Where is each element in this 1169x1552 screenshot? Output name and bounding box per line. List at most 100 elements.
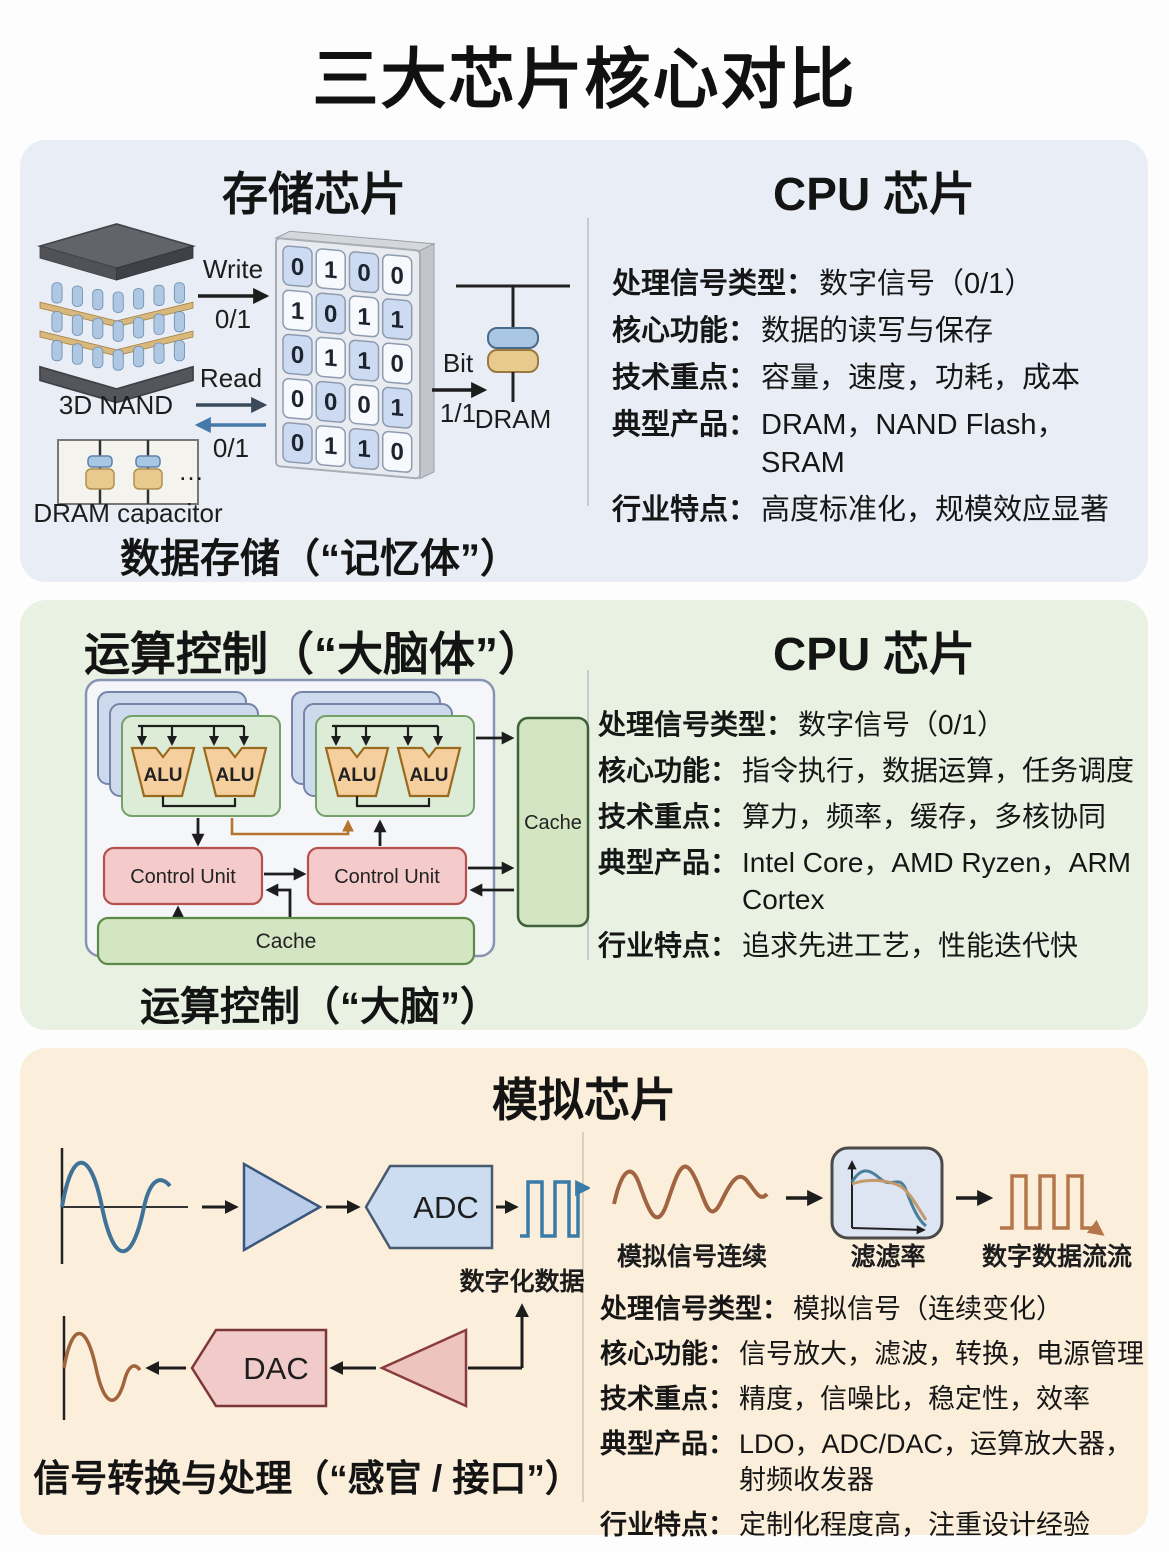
memory-caption: 数据存储（“记忆体”） xyxy=(120,537,520,581)
bit-cell: 1 xyxy=(357,303,370,331)
spec-value: 信号放大，滤波，转换，电源管理 xyxy=(739,1339,1144,1369)
bit-matrix: 0 1 0 0 1 0 1 1 0 1 1 0 0 0 0 1 0 1 1 0 xyxy=(274,230,436,480)
cpu-caption: 运算控制（“大脑”） xyxy=(140,985,500,1029)
alu-icon: ALU xyxy=(396,746,462,798)
digital-wave-icon xyxy=(520,1179,590,1238)
analog-panel-title: 模拟芯片 xyxy=(492,1074,676,1126)
bit-cell: 1 xyxy=(391,306,404,334)
spec-value: 数字信号（0/1） xyxy=(798,709,1005,740)
spec-label: 技术重点： xyxy=(612,362,758,394)
alu-label: ALU xyxy=(337,765,376,786)
memory-diagram: 3D NAND … DRAM capacitor Write 0/1 Read … xyxy=(33,223,570,524)
control-unit-box: Control Unit xyxy=(306,846,468,906)
write-value: 0/1 xyxy=(215,304,251,334)
alu-label: ALU xyxy=(409,765,448,786)
spec-label: 行业特点： xyxy=(600,1510,735,1540)
dram-capacitor-label: DRAM capacitor xyxy=(33,498,223,524)
spec-value: 定制化程度高，注重设计经验 xyxy=(739,1510,1090,1540)
spec-row: 技术重点：容量，速度，功耗，成本 xyxy=(612,359,1142,397)
memory-panel-right-title: CPU 芯片 xyxy=(773,168,975,220)
dac-block: DAC xyxy=(190,1328,328,1408)
amplifier-icon xyxy=(378,1328,468,1408)
spec-label: 技术重点： xyxy=(600,1384,735,1414)
spec-value: 追求先进工艺，性能迭代快 xyxy=(742,930,1079,961)
spec-label: 行业特点： xyxy=(598,930,739,961)
bit-cell: 1 xyxy=(324,344,337,372)
spec-value: 数字信号（0/1） xyxy=(819,268,1034,300)
digitized-data-label: 数字化数据 xyxy=(459,1267,584,1296)
alu-icon: ALU xyxy=(324,746,390,798)
cpu-panel: 运算控制（“大脑体”） CPU 芯片 ALU ALU xyxy=(20,600,1148,1030)
alu-icon: ALU xyxy=(202,746,268,798)
bit-cell: 0 xyxy=(391,438,404,466)
bit-cell: 0 xyxy=(324,388,337,416)
control-unit-label: Control Unit xyxy=(334,866,440,888)
spec-value: Intel Core，AMD Ryzen，ARM Cortex xyxy=(742,847,1131,915)
spec-label: 核心功能： xyxy=(600,1339,735,1369)
memory-specs: 处理信号类型：数字信号（0/1） 核心功能：数据的读写与保存 技术重点：容量，速… xyxy=(612,265,1142,538)
spec-label: 核心功能： xyxy=(612,315,758,347)
analog-panel: 模拟芯片 ADC 数字化数据 DAC 信号转换与处理（“ xyxy=(20,1048,1148,1540)
spec-row: 核心功能：数据的读写与保存 xyxy=(612,312,1142,350)
spec-row: 技术重点：精度，信噪比，稳定性，效率 xyxy=(600,1381,1148,1417)
cpu-core-group: ALU ALU xyxy=(291,691,475,817)
page-title: 三大芯片核心对比 xyxy=(312,42,857,116)
bit-value: 1/1 xyxy=(440,398,476,428)
spec-value: 数据的读写与保存 xyxy=(761,315,994,347)
spec-label: 处理信号类型： xyxy=(612,268,816,300)
bit-cell: 0 xyxy=(357,391,370,419)
read-value: 0/1 xyxy=(213,433,249,463)
core-to-core-arrow xyxy=(230,818,354,836)
bit-cell: 1 xyxy=(391,394,404,422)
read-label: Read xyxy=(200,363,262,393)
spec-value: 算力，频率，缓存，多核协同 xyxy=(742,801,1107,832)
spec-label: 技术重点： xyxy=(598,801,739,832)
bit-cell: 0 xyxy=(391,262,404,290)
spec-row: 典型产品：Intel Core，AMD Ryzen，ARM Cortex xyxy=(598,844,1146,918)
spec-row: 处理信号类型：模拟信号（连续变化） xyxy=(600,1291,1148,1327)
analog-specs: 处理信号类型：模拟信号（连续变化） 核心功能：信号放大，滤波，转换，电源管理 技… xyxy=(600,1291,1148,1552)
dram-capacitor-icon: … xyxy=(57,439,204,505)
dac-label: DAC xyxy=(243,1351,308,1386)
amplifier-icon xyxy=(242,1161,323,1253)
filter-label: 滤滤率 xyxy=(850,1242,925,1271)
bit-cell: 0 xyxy=(357,259,370,287)
spec-label: 典型产品： xyxy=(598,847,739,878)
cpu-diagram: ALU ALU ALU ALU xyxy=(84,678,590,966)
control-unit-box: Control Unit xyxy=(102,846,264,906)
bit-cell: 1 xyxy=(324,432,337,460)
bit-label: Bit xyxy=(443,348,474,378)
spec-label: 处理信号类型： xyxy=(600,1294,789,1324)
analog-signal-icon xyxy=(612,1164,769,1220)
bit-cell: 1 xyxy=(357,347,370,375)
dots: … xyxy=(178,456,204,486)
analog-panel-divider xyxy=(582,1132,584,1502)
spec-label: 核心功能： xyxy=(598,755,739,786)
spec-row: 行业特点：定制化程度高，注重设计经验 xyxy=(600,1507,1148,1543)
l2-cache-box: Cache xyxy=(516,716,590,928)
spec-label: 处理信号类型： xyxy=(598,709,795,740)
spec-row: 典型产品：LDO，ADC/DAC，运算放大器，射频收发器 xyxy=(600,1426,1148,1498)
digital-stream-label: 数字数据流流 xyxy=(982,1242,1132,1271)
spec-row: 核心功能：信号放大，滤波，转换，电源管理 xyxy=(600,1336,1148,1372)
cache-label: Cache xyxy=(524,812,582,834)
cache-box: Cache xyxy=(96,916,476,966)
cpu-core-group: ALU ALU xyxy=(97,691,281,817)
bit-cell: 0 xyxy=(391,350,404,378)
bit-cell: 0 xyxy=(291,253,304,281)
bit-cell: 0 xyxy=(291,341,304,369)
adc-label: ADC xyxy=(413,1190,478,1225)
spec-label: 行业特点： xyxy=(612,494,758,526)
spec-row: 核心功能：指令执行，数据运算，任务调度 xyxy=(598,752,1146,789)
spec-value: 指令执行，数据运算，任务调度 xyxy=(742,755,1135,786)
adc-block: ADC xyxy=(364,1164,494,1250)
cache-label: Cache xyxy=(256,930,317,953)
spec-row: 处理信号类型：数字信号（0/1） xyxy=(598,706,1146,743)
filter-icon xyxy=(830,1146,944,1240)
cpu-panel-title: 运算控制（“大脑体”） xyxy=(84,628,544,680)
spec-value: 模拟信号（连续变化） xyxy=(793,1294,1063,1324)
spec-value: 高度标准化，规模效应显著 xyxy=(761,494,1110,526)
spec-value: DRAM，NAND Flash，SRAM xyxy=(761,409,1066,479)
spec-row: 技术重点：算力，频率，缓存，多核协同 xyxy=(598,798,1146,835)
write-label: Write xyxy=(203,254,263,284)
